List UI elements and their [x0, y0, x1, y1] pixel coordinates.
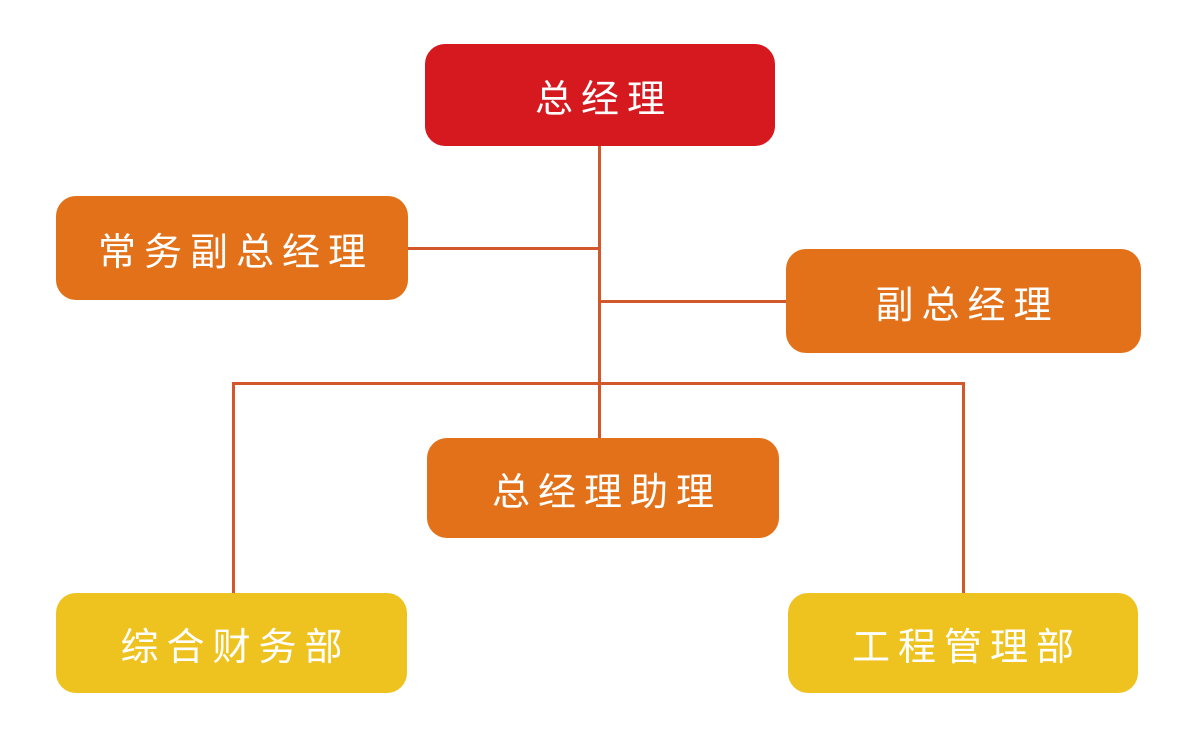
node-engineering-management-department: 工程管理部 [788, 593, 1138, 693]
connector-bottom-rail [232, 382, 965, 385]
node-engineering-management-department-label: 工程管理部 [851, 626, 1082, 669]
node-general-manager-label: 总经理 [534, 78, 673, 121]
connector-trunk [598, 146, 601, 438]
node-general-manager-assistant-label: 总经理助理 [491, 471, 722, 514]
node-deputy-general-manager-label: 副总经理 [875, 284, 1060, 327]
node-general-finance-department: 综合财务部 [56, 593, 407, 693]
node-general-manager: 总经理 [425, 44, 775, 146]
connector-left-branch [408, 247, 600, 250]
node-executive-deputy-general-manager: 常务副总经理 [56, 196, 408, 300]
node-general-finance-department-label: 综合财务部 [120, 626, 351, 669]
connector-engineering-drop [962, 382, 965, 593]
node-executive-deputy-general-manager-label: 常务副总经理 [97, 231, 374, 274]
connector-right-branch [600, 300, 786, 303]
node-general-manager-assistant: 总经理助理 [427, 438, 779, 538]
connector-finance-drop [232, 382, 235, 593]
node-deputy-general-manager: 副总经理 [786, 249, 1141, 353]
